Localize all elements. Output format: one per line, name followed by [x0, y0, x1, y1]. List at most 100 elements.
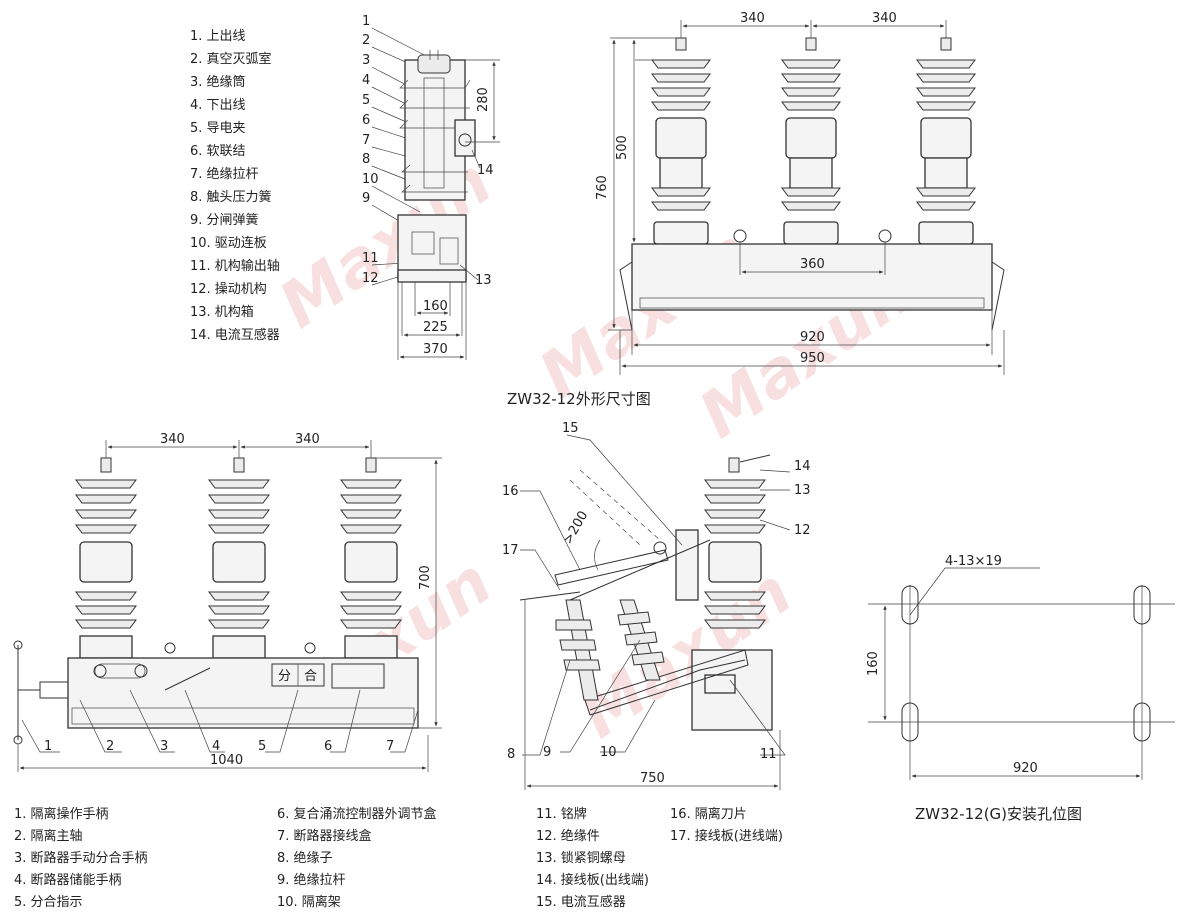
watermark-1: Maxun	[267, 145, 505, 343]
breaker-tank	[631, 243, 993, 311]
callout-label: 8	[362, 152, 370, 167]
callout-label: 4	[362, 73, 370, 88]
legend-bottom-item: 15. 电流互感器	[536, 894, 626, 910]
callout-label: 11	[362, 251, 379, 266]
legend-top: 1. 上出线 2. 真空灭弧室 3. 绝缘筒 4. 下出线 5. 导电夹 6. …	[190, 29, 280, 343]
ll-callout: 7	[386, 739, 394, 754]
mounting-hole	[901, 585, 919, 625]
callout-label: 7	[362, 133, 370, 148]
lm-callout-15: 15	[562, 421, 579, 436]
legend-bottom-item: 4. 断路器储能手柄	[14, 872, 122, 888]
ll-insulator-1	[75, 457, 137, 659]
callout-13: 13	[475, 273, 492, 288]
dim-340-b: 340	[872, 11, 897, 26]
legend-top-item: 9. 分闸弹簧	[190, 212, 259, 228]
legend-bottom-item: 3. 断路器手动分合手柄	[14, 850, 148, 866]
lm-callout-8: 8	[507, 747, 515, 762]
legend-bottom-item: 12. 绝缘件	[536, 828, 600, 844]
legend-top-item: 4. 下出线	[190, 98, 246, 113]
callout-label: 1	[362, 14, 370, 29]
legend-bottom: 1. 隔离操作手柄 2. 隔离主轴 3. 断路器手动分合手柄 4. 断路器储能手…	[14, 806, 783, 910]
lm-callout-10: 10	[600, 745, 617, 760]
legend-bottom-item: 17. 接线板(进线端)	[670, 828, 783, 844]
front-view: 340 340 760 500 360 920 950 ZW32-12外形尺寸图	[507, 11, 1005, 408]
legend-top-item: 1. 上出线	[190, 29, 246, 44]
ll-insulator-2	[208, 457, 270, 659]
dim-920: 920	[800, 330, 825, 345]
legend-bottom-item: 1. 隔离操作手柄	[14, 806, 109, 822]
callout-label: 10	[362, 172, 379, 187]
dim-370: 370	[423, 342, 448, 357]
lm-callout-17: 17	[502, 543, 519, 558]
legend-bottom-item: 14. 接线板(出线端)	[536, 872, 649, 888]
insulator-3	[916, 37, 976, 245]
legend-top-item: 11. 机构输出轴	[190, 258, 280, 274]
dim-950: 950	[800, 351, 825, 366]
ll-insulator-3	[340, 457, 402, 659]
mounting-hole	[901, 702, 919, 742]
dim-225: 225	[423, 320, 448, 335]
mounting-hole	[1133, 585, 1151, 625]
ll-callout: 4	[212, 739, 220, 754]
ll-tank	[67, 657, 419, 729]
ll-dim-1040: 1040	[210, 753, 243, 768]
caption-mounting: ZW32-12(G)安装孔位图	[915, 805, 1082, 823]
insulator-1	[651, 37, 711, 245]
indicator-close: 合	[304, 669, 317, 684]
indicator-open: 分	[278, 669, 291, 684]
lm-callout-13: 13	[794, 483, 811, 498]
mh-dim-920: 920	[1013, 761, 1038, 776]
ll-callout: 2	[106, 739, 114, 754]
legend-top-item: 10. 驱动连板	[190, 235, 267, 251]
dim-340-a: 340	[740, 11, 765, 26]
ll-callout: 6	[324, 739, 332, 754]
legend-bottom-item: 11. 铭牌	[536, 806, 587, 822]
legend-bottom-item: 13. 锁紧铜螺母	[536, 850, 626, 866]
lower-left-view: 分 合 340 340 700 1040 1 2 3 4 5 6 7	[13, 432, 442, 772]
mh-dim-160: 160	[866, 651, 881, 676]
dim-280: 280	[476, 87, 491, 112]
callout-label: 5	[362, 93, 370, 108]
callout-label: 3	[362, 53, 370, 68]
legend-top-item: 5. 导电夹	[190, 121, 246, 136]
callout-label: 2	[362, 33, 370, 48]
ll-callout: 1	[44, 739, 52, 754]
legend-bottom-item: 6. 复合涌流控制器外调节盒	[277, 806, 437, 822]
lm-callout-16: 16	[502, 484, 519, 499]
callout-14: 14	[477, 163, 494, 178]
ll-callout: 5	[258, 739, 266, 754]
legend-top-item: 3. 绝缘筒	[190, 74, 246, 90]
legend-top-item: 6. 软联结	[190, 144, 246, 159]
legend-top-item: 13. 机构箱	[190, 304, 254, 320]
mounting-holes: 4-13×19 160 920 ZW32-12(G)安装孔位图	[866, 554, 1175, 823]
dim-500: 500	[615, 135, 630, 160]
side-section-view: 1 2 3 4 5 6 7 8 10 9 11 12 14 13 2	[362, 14, 500, 360]
dim-760: 760	[595, 175, 610, 200]
dim-360: 360	[800, 257, 825, 272]
insulator-2	[781, 37, 841, 245]
legend-top-item: 7. 绝缘拉杆	[190, 166, 259, 182]
legend-top-item: 14. 电流互感器	[190, 327, 280, 343]
mounting-hole	[1133, 702, 1151, 742]
callout-label: 12	[362, 271, 379, 286]
hole-spec: 4-13×19	[945, 554, 1002, 569]
legend-bottom-item: 7. 断路器接线盒	[277, 828, 372, 844]
legend-top-item: 12. 操动机构	[190, 281, 267, 297]
legend-bottom-item: 2. 隔离主轴	[14, 828, 83, 844]
legend-bottom-item: 16. 隔离刀片	[670, 806, 747, 822]
caption-outline-dims: ZW32-12外形尺寸图	[507, 390, 651, 408]
lm-callout-9: 9	[543, 745, 551, 760]
ll-dim-700: 700	[418, 565, 433, 590]
legend-bottom-item: 5. 分合指示	[14, 895, 83, 910]
lm-dim-750: 750	[640, 771, 665, 786]
dim-160: 160	[423, 299, 448, 314]
ll-dim-340-b: 340	[295, 432, 320, 447]
callout-label: 9	[362, 191, 370, 206]
legend-bottom-item: 10. 隔离架	[277, 894, 341, 910]
lm-callout-14: 14	[794, 459, 811, 474]
lm-callout-12: 12	[794, 523, 811, 538]
callout-label: 6	[362, 113, 370, 128]
lm-callout-11: 11	[760, 747, 777, 762]
legend-bottom-item: 9. 绝缘拉杆	[277, 872, 346, 888]
